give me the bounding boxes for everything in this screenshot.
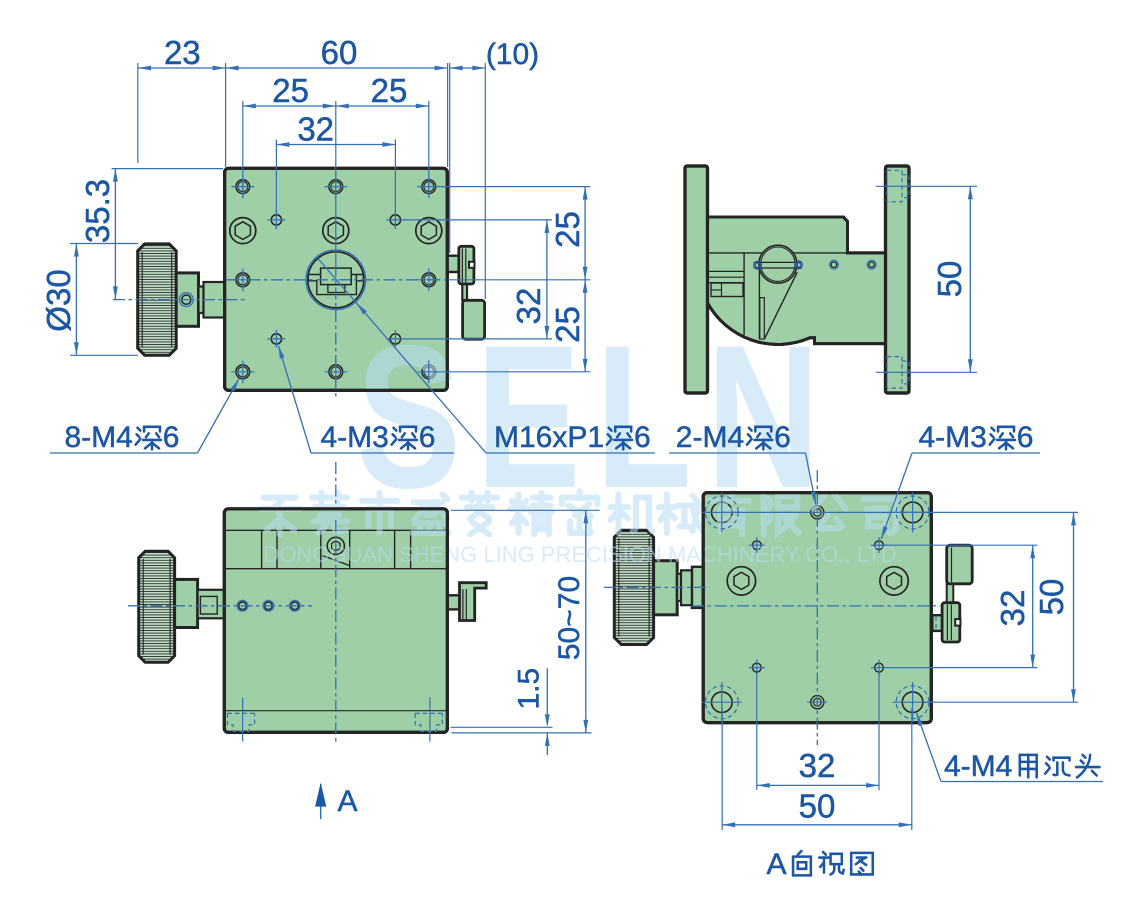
svg-text:32: 32 (510, 288, 547, 325)
svg-text:25: 25 (371, 72, 408, 109)
svg-text:50: 50 (931, 261, 968, 298)
svg-text:M16xP1: M16xP1 (494, 421, 604, 454)
svg-text:A: A (338, 785, 358, 818)
svg-text:50: 50 (1033, 579, 1070, 616)
svg-text:23: 23 (164, 34, 201, 71)
svg-text:4-M3: 4-M3 (919, 421, 987, 454)
svg-text:(10): (10) (486, 38, 539, 71)
svg-text:50~70: 50~70 (553, 576, 586, 660)
svg-text:DONGGUAN SHENG LING PRECISION: DONGGUAN SHENG LING PRECISION MACHINERY … (263, 542, 902, 567)
svg-text:A: A (767, 848, 787, 881)
svg-text:32: 32 (799, 747, 836, 784)
svg-text:25: 25 (549, 306, 586, 343)
svg-text:8-M4: 8-M4 (65, 421, 133, 454)
svg-text:6: 6 (1017, 421, 1034, 454)
svg-text:4-M4: 4-M4 (944, 750, 1012, 783)
svg-text:6: 6 (774, 421, 791, 454)
svg-text:2-M4: 2-M4 (676, 421, 744, 454)
svg-text:1.5: 1.5 (513, 668, 546, 710)
svg-text:25: 25 (272, 72, 309, 109)
svg-text:60: 60 (321, 34, 358, 71)
svg-text:4-M3: 4-M3 (321, 421, 389, 454)
svg-text:6: 6 (163, 421, 180, 454)
svg-text:6: 6 (634, 421, 651, 454)
svg-text:35.3: 35.3 (79, 179, 116, 243)
svg-text:32: 32 (994, 590, 1031, 627)
svg-text:25: 25 (549, 211, 586, 248)
svg-text:Ø30: Ø30 (40, 269, 77, 331)
svg-text:6: 6 (419, 421, 436, 454)
svg-text:50: 50 (799, 788, 836, 825)
svg-text:32: 32 (297, 111, 334, 148)
